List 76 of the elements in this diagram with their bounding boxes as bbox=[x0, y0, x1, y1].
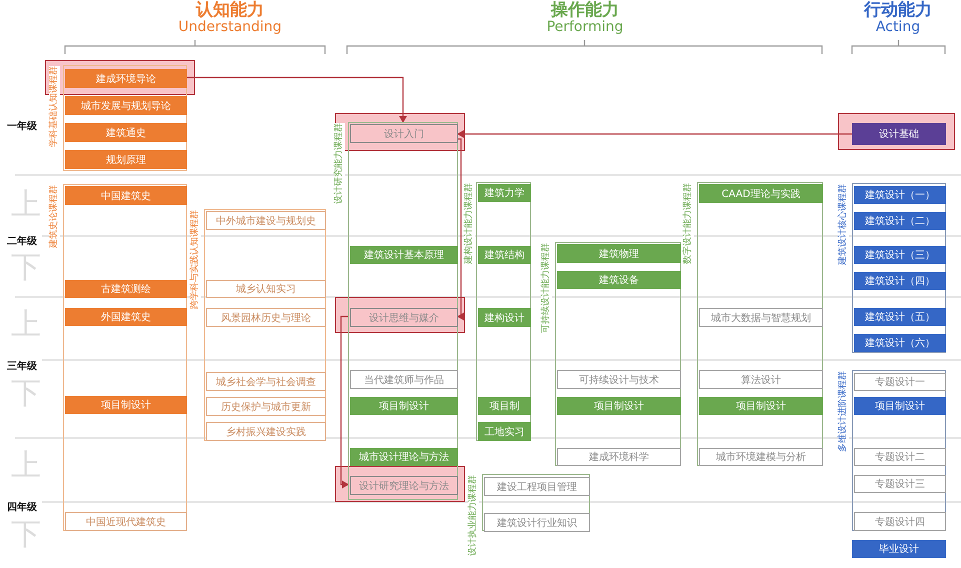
arrow bbox=[340, 316, 349, 488]
course-box: 专题设计四 bbox=[854, 512, 946, 531]
group-label: 建构设计能力课程群 bbox=[464, 183, 475, 264]
course-box: 城乡认知实习 bbox=[206, 280, 326, 298]
arrow bbox=[457, 138, 464, 320]
course-box: 城乡社会学与社会调查 bbox=[206, 372, 326, 391]
group-label: 建筑史论课程群 bbox=[49, 185, 60, 248]
course-box: 专题设计一 bbox=[854, 373, 946, 391]
arrow bbox=[186, 76, 407, 123]
group-label: 跨学科与实践认知课程群 bbox=[190, 210, 201, 309]
course-box: 中国建筑史 bbox=[65, 186, 187, 205]
year-label: 一年级 bbox=[7, 122, 37, 132]
course-box: CAAD理论与实践 bbox=[699, 184, 823, 203]
course-box: 设计思维与媒介 bbox=[350, 308, 458, 327]
column-heading: 认知能力 bbox=[196, 2, 264, 19]
group-label: 设计研究能力课程群 bbox=[334, 123, 345, 204]
arrow bbox=[457, 130, 852, 138]
course-box: 项目制设计 bbox=[65, 396, 187, 414]
course-box: 建筑设计（二） bbox=[854, 212, 946, 230]
course-box: 可持续设计与技术 bbox=[557, 370, 681, 389]
course-box: 建筑设计（一） bbox=[854, 186, 946, 204]
course-box: 城市环境建模与分析 bbox=[699, 448, 823, 466]
course-box: 规划原理 bbox=[65, 150, 187, 169]
course-box: 建成环境科学 bbox=[557, 448, 681, 466]
course-box: 建筑设计（五） bbox=[854, 308, 946, 326]
year-label: 三年级 bbox=[7, 362, 37, 372]
course-box: 算法设计 bbox=[699, 370, 823, 389]
course-box: 乡村振兴建设实践 bbox=[206, 422, 326, 441]
course-box: 项目制设计 bbox=[854, 397, 946, 415]
course-box: 设计基础 bbox=[852, 123, 946, 145]
group-label: 学科基础认知课程群 bbox=[49, 66, 60, 147]
course-box: 专题设计三 bbox=[854, 475, 946, 493]
course-box: 项目制设计 bbox=[557, 397, 681, 415]
group-label: 数字设计能力课程群 bbox=[683, 183, 694, 264]
course-box: 建筑设备 bbox=[557, 271, 681, 289]
course-box: 中国近现代建筑史 bbox=[65, 512, 187, 531]
group-label: 多维设计进阶课程群 bbox=[838, 371, 849, 452]
course-box: 建筑通史 bbox=[65, 123, 187, 142]
course-box: 工地实习 bbox=[478, 422, 531, 441]
course-box: 城市设计理论与方法 bbox=[350, 448, 458, 466]
course-box: 设计入门 bbox=[350, 124, 458, 143]
course-box: 中外城市建设与规划史 bbox=[206, 211, 326, 230]
course-box: 建筑设计行业知识 bbox=[484, 513, 590, 532]
course-box: 建筑设计（三） bbox=[854, 246, 946, 264]
course-box: 建筑力学 bbox=[478, 184, 531, 202]
course-box: 建筑设计（四） bbox=[854, 272, 946, 290]
course-box: 毕业设计 bbox=[852, 540, 946, 558]
course-box: 城市大数据与智慧规划 bbox=[699, 308, 823, 327]
course-box: 建构设计 bbox=[478, 308, 531, 327]
column-heading: 行动能力 bbox=[864, 2, 932, 19]
group-label: 可持续设计能力课程群 bbox=[541, 243, 552, 333]
course-box: 项目制设计 bbox=[699, 397, 823, 415]
course-box: 建筑物理 bbox=[557, 244, 681, 263]
group-label: 设计执业能力课程群 bbox=[468, 475, 479, 556]
column-subheading: Understanding bbox=[178, 20, 282, 34]
column-subheading: Acting bbox=[876, 20, 920, 34]
course-box: 城市发展与规划导论 bbox=[65, 96, 187, 115]
course-box: 项目制 bbox=[478, 397, 531, 415]
course-box: 外国建筑史 bbox=[65, 308, 187, 326]
year-label: 四年级 bbox=[7, 503, 37, 513]
column-subheading: Performing bbox=[546, 20, 624, 34]
column-heading: 操作能力 bbox=[551, 2, 619, 19]
course-box: 设计研究理论与方法 bbox=[350, 476, 458, 495]
course-box: 项目制设计 bbox=[350, 397, 458, 415]
course-box: 专题设计二 bbox=[854, 448, 946, 466]
course-box: 建设工程项目管理 bbox=[484, 477, 590, 496]
course-box: 当代建筑师与作品 bbox=[350, 370, 458, 389]
course-box: 建筑设计基本原理 bbox=[350, 246, 458, 264]
course-box: 风景园林历史与理论 bbox=[206, 308, 326, 327]
course-box: 建成环境导论 bbox=[65, 69, 187, 88]
course-box: 历史保护与城市更新 bbox=[206, 397, 326, 416]
course-box: 建筑结构 bbox=[478, 246, 531, 264]
group-label: 建筑设计核心课程群 bbox=[838, 184, 849, 265]
course-box: 古建筑测绘 bbox=[65, 280, 187, 298]
year-label: 二年级 bbox=[7, 237, 37, 247]
course-box: 建筑设计（六） bbox=[854, 334, 946, 352]
